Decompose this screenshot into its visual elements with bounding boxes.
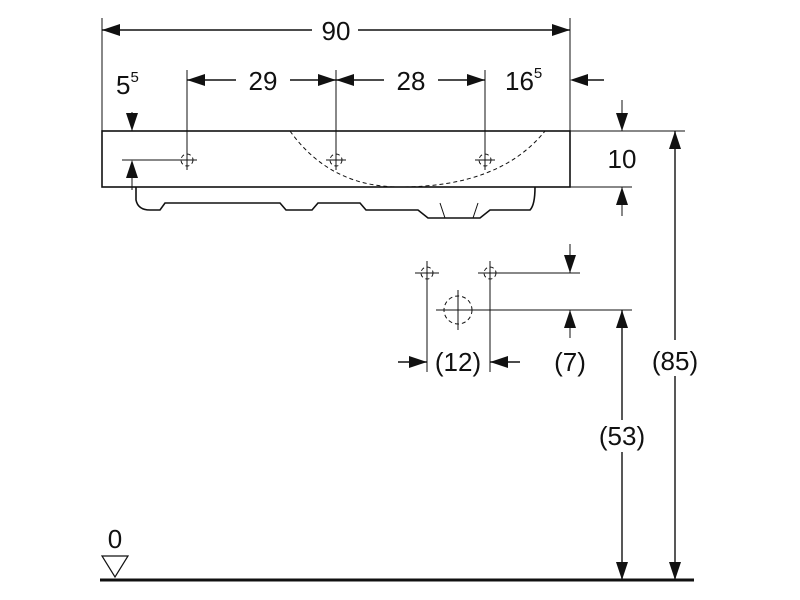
level-marker-icon xyxy=(100,555,130,579)
hole-spacing-right-label: 28 xyxy=(397,66,426,96)
dim-rim-top-height: (85) xyxy=(652,131,698,580)
wall-hole-spacing-label: (12) xyxy=(435,347,481,377)
wall-connection-detail: (12) (7) xyxy=(398,244,632,377)
right-offset-label: 165 xyxy=(505,65,542,96)
dim-waste-height: (53) xyxy=(599,310,645,580)
dim-rim-height: 10 xyxy=(570,100,685,216)
tap-hole-left xyxy=(177,150,197,170)
basin-waste-outlet xyxy=(439,202,479,219)
floor-level: 0 xyxy=(100,524,694,582)
hole-spacing-left-label: 29 xyxy=(249,66,278,96)
dim-left-offset: 55 xyxy=(116,69,177,190)
rim-height-label: 10 xyxy=(608,144,637,174)
left-offset-label: 55 xyxy=(116,69,139,100)
dim-right-offset: 165 xyxy=(505,65,604,96)
wall-hole-offset-label: (7) xyxy=(554,347,586,377)
wall-hole-right xyxy=(478,261,580,285)
waste-height-label: (53) xyxy=(599,421,645,451)
tap-hole-center xyxy=(326,150,346,170)
wall-hole-left xyxy=(415,261,439,285)
waste-outlet-circle xyxy=(436,290,632,330)
tap-hole-right xyxy=(475,150,495,170)
dim-hole-spacing: 29 28 xyxy=(186,66,486,150)
basin-bowl-hidden xyxy=(289,130,546,188)
dim-overall-width: 90 xyxy=(101,16,571,131)
floor-level-label: 0 xyxy=(108,524,122,554)
rim-top-height-label: (85) xyxy=(652,346,698,376)
overall-width-label: 90 xyxy=(322,16,351,46)
basin-underside xyxy=(135,186,536,219)
